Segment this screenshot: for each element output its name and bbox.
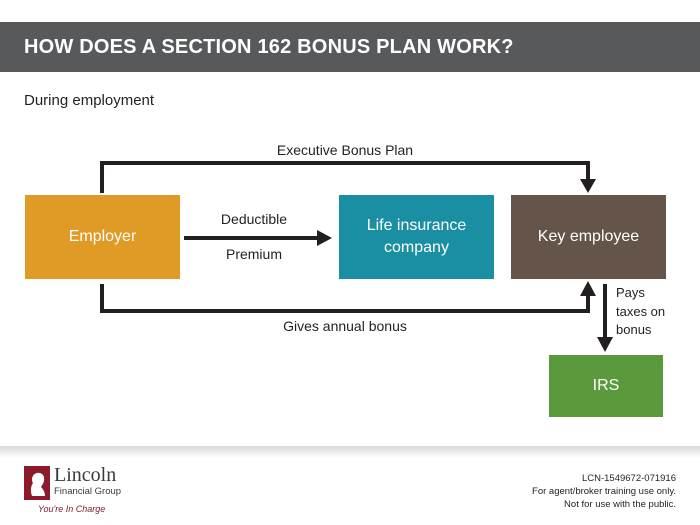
legal-notice: LCN-1549672-071916 For agent/broker trai… xyxy=(532,472,676,511)
premium-label: Premium xyxy=(225,246,282,262)
legal-restriction: Not for use with the public. xyxy=(564,499,676,510)
arrowhead-gives-annual-bonus xyxy=(580,281,596,296)
lincoln-logo: Lincoln Financial Group You're In Charge xyxy=(24,464,164,520)
legal-usage: For agent/broker training use only. xyxy=(532,486,676,497)
taxes-on-line: taxes on xyxy=(616,303,666,319)
gives-annual-bonus-label: Gives annual bonus xyxy=(283,318,407,334)
employer-label: Employer xyxy=(68,227,137,245)
page-title: HOW DOES A SECTION 162 BONUS PLAN WORK? xyxy=(24,36,514,58)
divider-shadow xyxy=(0,446,700,458)
bonus-line: bonus xyxy=(616,322,652,337)
arrowhead-pays-taxes xyxy=(597,337,613,352)
pays-taxes-label: Pays taxes on bonus xyxy=(616,284,665,340)
arrowhead-executive-bonus-plan xyxy=(580,179,596,193)
logo-tagline: You're In Charge xyxy=(38,504,106,514)
logo-name: Lincoln xyxy=(54,464,117,486)
arrow-executive-bonus-plan xyxy=(100,161,590,193)
irs-box: IRS xyxy=(549,355,663,417)
key-employee-box: Key employee xyxy=(511,195,666,279)
irs-label: IRS xyxy=(592,376,620,394)
life-insurance-label: Life insurance company xyxy=(366,216,467,256)
deductible-label: Deductible xyxy=(220,211,288,227)
employer-box: Employer xyxy=(25,195,180,279)
subtitle: During employment xyxy=(24,92,155,109)
executive-bonus-plan-label: Executive Bonus Plan xyxy=(276,142,414,158)
pays-line: Pays xyxy=(616,285,645,300)
lincoln-portrait-icon xyxy=(24,466,50,500)
arrow-gives-annual-bonus xyxy=(100,284,590,313)
title-bar: HOW DOES A SECTION 162 BONUS PLAN WORK? xyxy=(0,22,700,72)
legal-code: LCN-1549672-071916 xyxy=(581,473,676,484)
life-insurance-box: Life insurance company xyxy=(339,195,494,279)
logo-group: Financial Group xyxy=(54,486,122,497)
arrowhead-premium xyxy=(317,230,332,246)
key-employee-label: Key employee xyxy=(537,227,640,245)
